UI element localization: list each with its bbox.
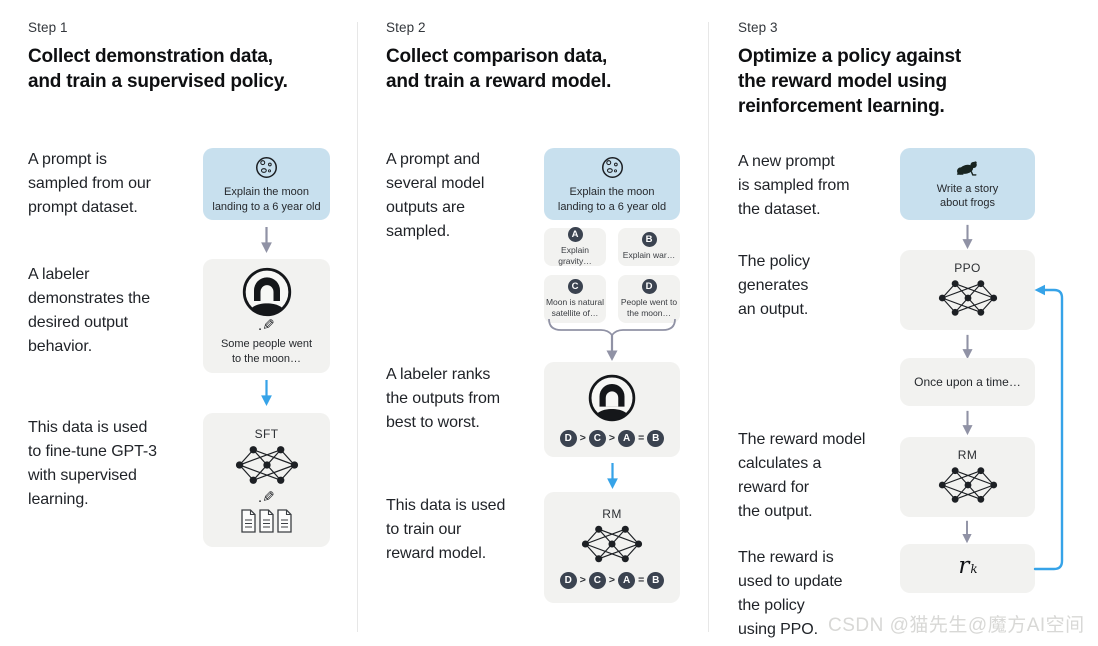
rank-operator: >	[579, 432, 586, 444]
labeler-demo-box: ✎. Some people went to the moon…	[203, 259, 330, 373]
pencil-icon: ✎.	[258, 317, 275, 335]
pencil-icon: ✎.	[258, 489, 275, 506]
step-2-label: Step 2	[386, 20, 426, 35]
step-2-title: Collect comparison data, and train a rew…	[386, 46, 612, 93]
rm-model-box: RM D > C > A = B	[544, 492, 680, 603]
sft-label: SFT	[254, 427, 279, 441]
step-3-label: Step 3	[738, 20, 778, 35]
output-c-box: C Moon is natural satellite of…	[544, 275, 606, 323]
rank-badge: D	[559, 429, 577, 447]
step-2-caption-train-rm: This data is used to train our reward mo…	[386, 497, 506, 562]
step-1-caption-labeler: A labeler demonstrates the desired outpu…	[28, 266, 151, 355]
ppo-label: PPO	[954, 261, 981, 275]
step-2-caption-sampled: A prompt and several model outputs are s…	[386, 151, 485, 240]
column-divider	[357, 22, 358, 632]
neural-network-icon	[235, 443, 299, 487]
rank-badge: C	[588, 571, 606, 589]
rank-badge: B	[647, 429, 665, 447]
down-arrow-icon	[961, 410, 974, 436]
rank-operator: =	[638, 432, 645, 444]
step-1-caption-prompt: A prompt is sampled from our prompt data…	[28, 151, 151, 216]
frog-icon	[955, 158, 981, 178]
policy-output-box: Once upon a time…	[900, 358, 1035, 406]
prompt-text: Write a story about frogs	[936, 182, 999, 209]
prompt-box: Explain the moon landing to a 6 year old	[544, 148, 680, 220]
reward-symbol: r	[958, 553, 970, 579]
prompt-box: Explain the moon landing to a 6 year old	[203, 148, 330, 220]
ppo-policy-box: PPO	[900, 250, 1035, 330]
down-arrow-icon	[260, 226, 273, 254]
rank-operator: =	[638, 574, 645, 586]
moon-icon	[253, 154, 280, 181]
documents-icon	[241, 509, 293, 533]
rm-model-box: RM	[900, 437, 1035, 517]
rm-label: RM	[602, 506, 622, 521]
output-b-badge: B	[641, 232, 657, 248]
ranking-row: D > C > A = B	[559, 571, 665, 589]
step-3-caption-policy: The policy generates an output.	[738, 253, 810, 318]
output-d-text: People went to the moon…	[620, 296, 678, 318]
rank-badge: A	[618, 571, 636, 589]
rank-operator: >	[579, 574, 586, 586]
labeler-person-icon	[587, 373, 637, 423]
step-3-caption-update: The reward is used to update the policy …	[738, 549, 843, 638]
sft-model-box: SFT ✎.	[203, 413, 330, 547]
output-a-text: Explain gravity…	[558, 244, 592, 266]
output-d-badge: D	[641, 278, 657, 294]
step-1-title: Collect demonstration data, and train a …	[28, 46, 288, 93]
step-2-caption-ranks: A labeler ranks the outputs from best to…	[386, 366, 501, 431]
output-d-box: D People went to the moon…	[618, 275, 680, 323]
down-arrow-icon	[961, 334, 974, 360]
step-3-title: Optimize a policy against the reward mod…	[738, 46, 962, 118]
demo-output-text: Some people went to the moon…	[220, 338, 313, 365]
moon-icon	[599, 154, 626, 181]
neural-network-icon	[938, 464, 998, 506]
output-c-badge: C	[567, 278, 583, 294]
down-arrow-icon	[961, 224, 974, 250]
column-divider	[708, 22, 709, 632]
reward-subscript: k	[970, 562, 978, 576]
neural-network-icon	[938, 277, 998, 319]
brace-merge-arrow-icon	[548, 318, 676, 361]
output-c-text: Moon is natural satellite of…	[545, 296, 605, 318]
step-3-column: Step 3 Optimize a policy against the rew…	[732, 0, 1098, 646]
feedback-loop-arrow	[1033, 284, 1064, 571]
rank-badge: B	[647, 571, 665, 589]
policy-output-text: Once upon a time…	[914, 375, 1021, 389]
labeler-person-icon	[241, 266, 293, 318]
blue-down-arrow-icon	[260, 378, 273, 408]
prompt-box: Write a story about frogs	[900, 148, 1035, 220]
step-3-caption-reward: The reward model calculates a reward for…	[738, 431, 866, 520]
rank-operator: >	[608, 574, 616, 586]
output-b-box: B Explain war…	[618, 228, 680, 266]
rank-operator: >	[608, 432, 616, 444]
labeler-ranking-box: D > C > A = B	[544, 362, 680, 457]
output-a-box: A Explain gravity…	[544, 226, 606, 266]
down-arrow-icon	[961, 520, 973, 544]
rank-badge: D	[559, 571, 577, 589]
rank-badge: C	[588, 429, 606, 447]
step-1-column: Step 1 Collect demonstration data, and t…	[0, 0, 366, 646]
output-a-badge: A	[567, 226, 583, 242]
neural-network-icon	[581, 523, 643, 565]
prompt-text: Explain the moon landing to a 6 year old	[557, 186, 667, 213]
step-2-column: Step 2 Collect comparison data, and trai…	[366, 0, 732, 646]
blue-down-arrow-icon	[606, 462, 619, 490]
rank-badge: A	[618, 429, 636, 447]
output-b-text: Explain war…	[622, 250, 676, 261]
step-1-caption-finetune: This data is used to fine-tune GPT-3 wit…	[28, 419, 157, 508]
step-3-caption-prompt: A new prompt is sampled from the dataset…	[738, 153, 850, 218]
step-1-label: Step 1	[28, 20, 68, 35]
rm-label: RM	[957, 448, 978, 462]
watermark: CSDN @猫先生@魔方AI空间	[828, 615, 1085, 636]
prompt-text: Explain the moon landing to a 6 year old	[212, 186, 321, 213]
ranking-row: D > C > A = B	[559, 429, 665, 447]
